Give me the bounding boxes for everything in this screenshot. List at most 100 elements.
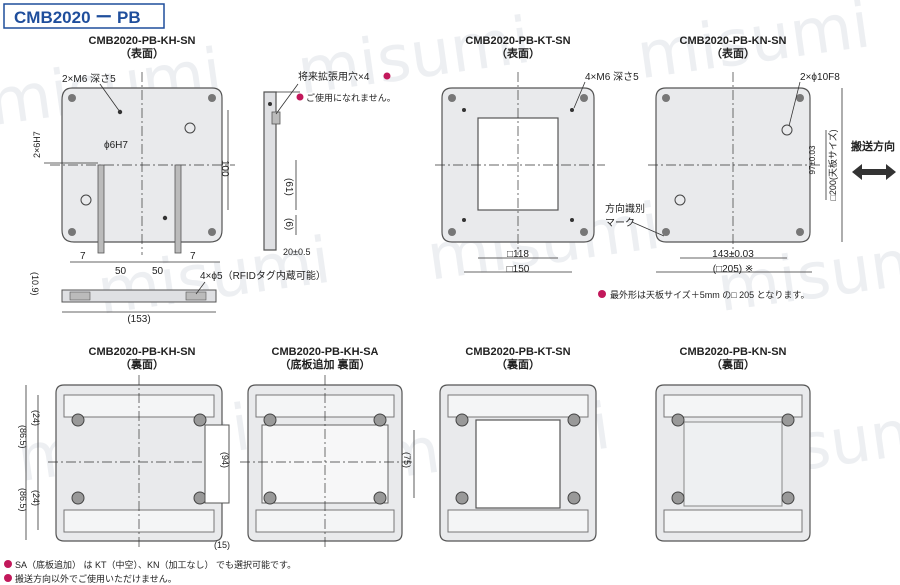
dim-50-left: 50: [115, 266, 127, 277]
dim-24-top: (24): [31, 410, 41, 426]
view-kn-sn-back: CMB2020-PB-KN-SN （裏面）: [655, 346, 811, 542]
tapped-hole: [462, 108, 466, 112]
caster: [71, 413, 85, 427]
view-subtitle: （裏面）: [711, 357, 755, 371]
tapped-hole: [570, 108, 574, 112]
dim-6: (6): [283, 218, 294, 230]
dim-86-5-top: (86.5): [18, 425, 28, 449]
dim-7-right: 7: [190, 251, 196, 262]
page-title: CMB2020 ー PB: [14, 8, 141, 27]
center-opening: [475, 419, 561, 509]
transport-direction: 搬送方向: [851, 139, 896, 180]
pin-hole: [184, 122, 196, 134]
plate-outline: [55, 384, 223, 542]
not-usable-label: ご使用になれません。: [306, 92, 396, 103]
caster: [455, 491, 469, 505]
view-kh-sn-front: CMB2020-PB-KH-SN （表面） 2×M6 深さ5 ϕ6H7 2×6H…: [32, 35, 235, 277]
view-title: CMB2020-PB-KT-SN: [465, 35, 570, 47]
dim-200: □200(天板サイズ): [827, 129, 838, 200]
pin: [97, 164, 105, 254]
rail: [663, 394, 803, 418]
side-plate: [263, 91, 277, 251]
note-icon: [4, 574, 12, 582]
pin-label-left: 2×6H7: [32, 131, 42, 158]
pin-hole-label: ϕ6H7: [104, 140, 128, 151]
corner-hole: [580, 228, 588, 236]
dim-24-bottom: (24): [31, 490, 41, 506]
view-kh-sa-back: CMB2020-PB-KH-SA （底板追加 裏面） (75): [240, 346, 415, 550]
rail: [447, 394, 589, 418]
dim-153: (153): [127, 314, 150, 325]
profile-slot: [69, 291, 91, 301]
tapped-hole: [570, 218, 574, 222]
caster: [781, 413, 795, 427]
view-subtitle: （裏面）: [496, 357, 540, 371]
view-subtitle: （表面）: [711, 46, 755, 60]
dim-10-9: (10.9): [30, 272, 40, 296]
corner-hole: [448, 94, 456, 102]
dim-61: (61): [283, 178, 294, 196]
dim-15: (15): [214, 540, 230, 550]
dim-94: (94): [220, 452, 230, 468]
view-title: CMB2020-PB-KN-SN: [680, 346, 787, 358]
pin-label: 2×ϕ10F8: [800, 72, 840, 83]
corner-hole: [68, 94, 76, 102]
pin-hole: [781, 124, 793, 136]
corner-hole: [208, 228, 216, 236]
note-icon: [296, 93, 304, 101]
m6-label: 4×M6 深さ5: [585, 71, 639, 83]
dim-205: (□205) ※: [713, 264, 754, 275]
tapped-hole: [162, 215, 168, 221]
caster: [567, 413, 581, 427]
dim-150: □150: [507, 264, 530, 275]
footnote-2: 搬送方向以外でご使用いただけません。: [15, 573, 177, 584]
dim-7-left: 7: [80, 251, 86, 262]
footnotes: SA（底板追加） は KT（中空）、KN（加工なし） でも選択可能です。 搬送方…: [4, 559, 296, 584]
profile-view: (153) (10.9) 4×ϕ5（RFIDタグ内蔵可能）: [30, 269, 326, 325]
dim-100: 100: [219, 160, 230, 177]
view-subtitle: （底板追加 裏面）: [279, 357, 370, 371]
side-tab: [271, 111, 281, 125]
corner-hole: [580, 94, 588, 102]
leader-line: [573, 81, 586, 109]
rail: [663, 509, 803, 533]
corner-hole: [448, 228, 456, 236]
rail: [447, 509, 589, 533]
corner-hole: [662, 94, 670, 102]
caster: [455, 413, 469, 427]
note-icon: [4, 560, 12, 568]
caster: [373, 491, 387, 505]
m6-label: 2×M6 深さ5: [62, 73, 116, 85]
note-icon: [383, 72, 391, 80]
caster: [671, 413, 685, 427]
dim-86-5-bottom: (86.5): [18, 488, 28, 512]
double-arrow-icon: [852, 164, 896, 180]
view-title: CMB2020-PB-KH-SN: [89, 346, 196, 358]
caster: [263, 413, 277, 427]
view-subtitle: （裏面）: [120, 357, 164, 371]
footnote-1: SA（底板追加） は KT（中空）、KN（加工なし） でも選択可能です。: [15, 559, 296, 570]
view-title: CMB2020-PB-KH-SA: [272, 346, 379, 358]
profile-plate: [61, 289, 217, 303]
pin-hole: [674, 194, 686, 206]
view-title: CMB2020-PB-KH-SN: [89, 35, 196, 47]
caster: [193, 491, 207, 505]
corner-hole: [68, 228, 76, 236]
pin: [174, 164, 182, 254]
caster: [671, 491, 685, 505]
caster: [71, 491, 85, 505]
hole: [268, 102, 272, 106]
dim-20: 20±0.5: [283, 247, 310, 257]
corner-hole: [662, 228, 670, 236]
caster: [263, 491, 277, 505]
side-rail: [204, 424, 230, 504]
center-panel: [683, 421, 783, 507]
side-view: (61) (6) 20±0.5 将来拡張用穴×4 ご使用になれません。: [263, 70, 396, 257]
dim-50-right: 50: [152, 266, 164, 277]
leader-line: [788, 81, 801, 127]
mark-label-1: 方向識別: [605, 202, 645, 215]
caster: [567, 491, 581, 505]
view-subtitle: （表面）: [496, 46, 540, 60]
leader-line: [275, 83, 299, 115]
